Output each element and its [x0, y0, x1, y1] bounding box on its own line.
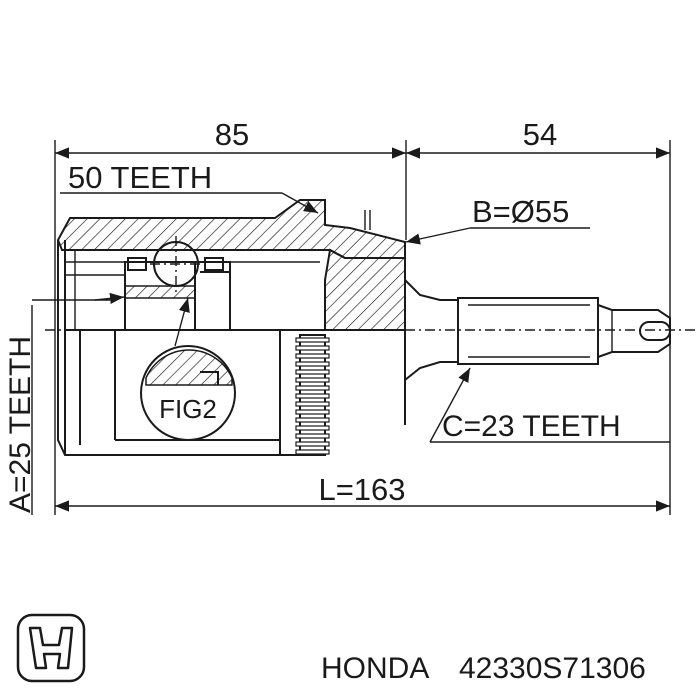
tone-ring-tooth — [295, 361, 330, 367]
diameter-b-label: B=Ø55 — [472, 194, 569, 229]
teeth-50-label: 50 TEETH — [68, 160, 212, 195]
tone-ring-tooth — [295, 409, 330, 415]
tone-ring-tooth — [295, 385, 330, 391]
tone-ring-tooth — [295, 393, 330, 399]
abs-tone-ring — [295, 334, 330, 456]
teeth-c-label: C=23 TEETH — [442, 410, 621, 443]
part-number: 42330S71306 — [459, 652, 646, 685]
dimension-54-label: 54 — [523, 117, 557, 152]
tone-ring-tooth — [295, 433, 330, 439]
brand-name: HONDA — [321, 652, 429, 685]
tone-ring-tooth — [295, 449, 330, 455]
fig2-detail: FIG2 — [140, 345, 236, 441]
leader-lines — [60, 192, 670, 443]
tone-ring-tooth — [295, 401, 330, 407]
tone-ring-tooth — [295, 353, 330, 359]
fig2-label: FIG2 — [159, 394, 217, 424]
tone-ring-tooth — [295, 425, 330, 431]
teeth-a-label: A=25 TEETH — [4, 336, 37, 513]
honda-logo — [16, 613, 86, 683]
stub-shaft — [404, 279, 671, 381]
tone-ring-tooth — [295, 441, 330, 447]
tone-ring-tooth — [295, 337, 330, 343]
tone-ring-tooth — [295, 369, 330, 375]
tone-ring-tooth — [295, 417, 330, 423]
length-l-label: L=163 — [318, 472, 405, 507]
tone-ring-tooth — [295, 345, 330, 351]
tone-ring-tooth — [295, 377, 330, 383]
dimension-85-label: 85 — [215, 117, 249, 152]
